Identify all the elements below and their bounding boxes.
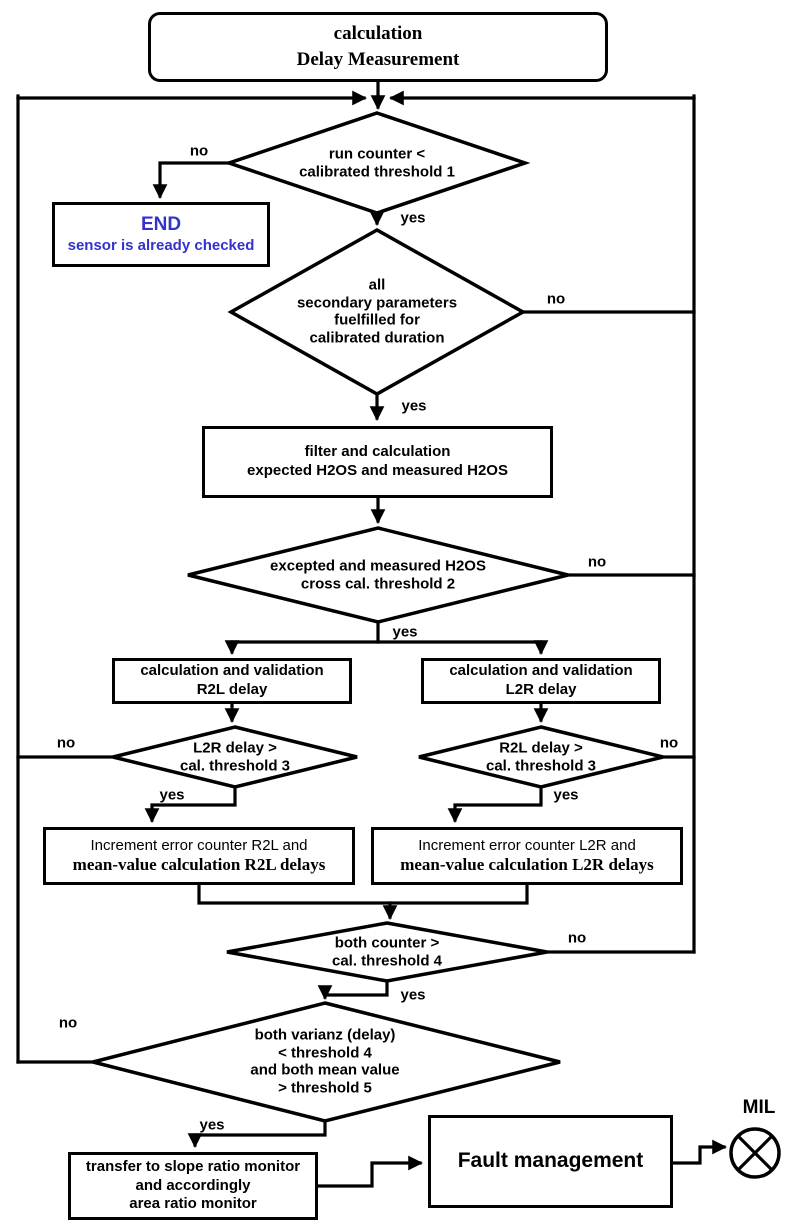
edge-merge — [197, 883, 529, 905]
edge-label-no-run-counter: no — [189, 142, 209, 160]
decision-both-counter-label: both counter > cal. threshold 4 — [332, 934, 442, 969]
calc-l2r-line-1: calculation and validation — [449, 662, 633, 680]
decision-cross-threshold-shape — [187, 526, 569, 624]
decision-both-varianz-label: both varianz (delay) < threshold 4 and b… — [250, 1027, 399, 1098]
secondary-line-3: fuelfilled for — [334, 312, 420, 329]
calc-r2l-line-2: R2L delay — [196, 681, 268, 698]
cross-line-2: cross cal. threshold 2 — [300, 575, 456, 592]
decision-l2r-threshold-label: L2R delay > cal. threshold 3 — [180, 739, 290, 774]
decision-r2l-threshold-label: R2L delay > cal. threshold 3 — [486, 739, 596, 774]
edge-label-no-secondary: no — [546, 290, 566, 308]
start-node: calculation Delay Measurement — [148, 12, 608, 82]
inc-r2l-line-1: Increment error counter R2L and — [90, 836, 308, 854]
decision-run-counter-label: run counter < calibrated threshold 1 — [299, 145, 455, 180]
inc-r2l-line-2: mean-value calculation R2L delays — [72, 855, 326, 875]
edge-both-varianz-yes — [187, 1119, 327, 1148]
r2l-threshold-line-1: R2L delay > — [499, 739, 583, 757]
end-node: END sensor is already checked — [52, 202, 270, 267]
edge-label-yes-both-counter: yes — [400, 986, 426, 1004]
end-subtitle: sensor is already checked — [67, 237, 255, 254]
process-fault-management: Fault management — [428, 1115, 673, 1208]
process-calc-l2r: calculation and validation L2R delay — [421, 658, 661, 704]
decision-r2l-threshold-shape — [418, 725, 664, 789]
secondary-line-1: all — [368, 276, 386, 294]
mil-label: MIL — [742, 1097, 776, 1118]
start-line-1: calculation — [333, 23, 423, 45]
both-counter-line-2: cal. threshold 4 — [331, 952, 443, 969]
edge-label-yes-both-varianz: yes — [199, 1116, 225, 1134]
process-calc-r2l: calculation and validation R2L delay — [112, 658, 352, 704]
decision-secondary-shape — [227, 227, 527, 397]
edge-fault-to-mil — [671, 1139, 727, 1165]
l2r-threshold-line-1: L2R delay > — [193, 739, 277, 757]
both-varianz-line-2: < threshold 4 — [278, 1044, 372, 1062]
edge-both-counter-yes — [317, 979, 389, 1000]
both-varianz-line-4: > threshold 5 — [278, 1079, 372, 1097]
inc-l2r-line-2: mean-value calculation L2R delays — [400, 855, 654, 875]
process-transfer: transfer to slope ratio monitor and acco… — [68, 1152, 318, 1220]
edge-run-counter-no — [152, 161, 231, 199]
decision-run-counter-shape — [223, 111, 531, 215]
edge-label-no-l2r: no — [56, 734, 76, 752]
transfer-line-3: area ratio monitor — [129, 1195, 257, 1213]
run-counter-line-1: run counter < — [328, 145, 426, 163]
transfer-line-2: and accordingly — [135, 1176, 251, 1194]
transfer-line-1: transfer to slope ratio monitor — [85, 1157, 301, 1175]
process-filter-calc: filter and calculation expected H2OS and… — [202, 426, 553, 498]
edge-label-yes-r2l: yes — [553, 786, 579, 804]
inc-l2r-line-1: Increment error counter L2R and — [418, 836, 636, 854]
edge-label-no-r2l: no — [659, 734, 679, 752]
end-title: END — [140, 214, 182, 236]
edge-l2r-threshold-yes — [144, 785, 237, 823]
filter-calc-line-2: expected H2OS and measured H2OS — [247, 462, 508, 479]
cross-line-1: excepted and measured H2OS — [270, 557, 486, 575]
calc-r2l-line-1: calculation and validation — [140, 662, 324, 680]
edge-r2l-threshold-yes — [447, 785, 543, 823]
edge-label-yes-cross: yes — [392, 623, 418, 641]
both-varianz-line-3: and both mean value — [250, 1062, 400, 1079]
l2r-threshold-line-2: cal. threshold 3 — [179, 757, 291, 774]
mil-lamp-x-icon — [737, 1135, 773, 1171]
start-line-2: Delay Measurement — [296, 49, 460, 70]
process-increment-r2l: Increment error counter R2L and mean-val… — [43, 827, 355, 885]
decision-cross-threshold-label: excepted and measured H2OS cross cal. th… — [270, 557, 486, 592]
decision-both-counter-shape — [226, 921, 548, 983]
secondary-line-4: calibrated duration — [309, 329, 445, 347]
process-increment-l2r: Increment error counter L2R and mean-val… — [371, 827, 683, 885]
edge-label-yes-secondary: yes — [401, 397, 427, 415]
filter-calc-line-1: filter and calculation — [304, 443, 451, 461]
edge-label-no-both-counter: no — [567, 929, 587, 947]
edge-label-yes-run-counter: yes — [400, 209, 426, 227]
edge-label-yes-l2r: yes — [159, 786, 185, 804]
decision-l2r-threshold-shape — [112, 725, 358, 789]
edge-transfer-to-fault — [315, 1155, 423, 1188]
run-counter-line-2: calibrated threshold 1 — [299, 163, 455, 180]
both-varianz-line-1: both varianz (delay) — [254, 1026, 396, 1044]
both-counter-line-1: both counter > — [334, 934, 440, 952]
fault-label: Fault management — [457, 1149, 644, 1173]
edge-label-no-cross: no — [587, 553, 607, 571]
secondary-line-2: secondary parameters — [296, 294, 458, 312]
edge-label-no-both-varianz: no — [58, 1014, 78, 1032]
decision-both-varianz-shape — [92, 1001, 561, 1123]
r2l-threshold-line-2: cal. threshold 3 — [485, 757, 597, 774]
calc-l2r-line-2: L2R delay — [505, 681, 577, 698]
decision-secondary-label: all secondary parameters fuelfilled for … — [297, 277, 457, 348]
